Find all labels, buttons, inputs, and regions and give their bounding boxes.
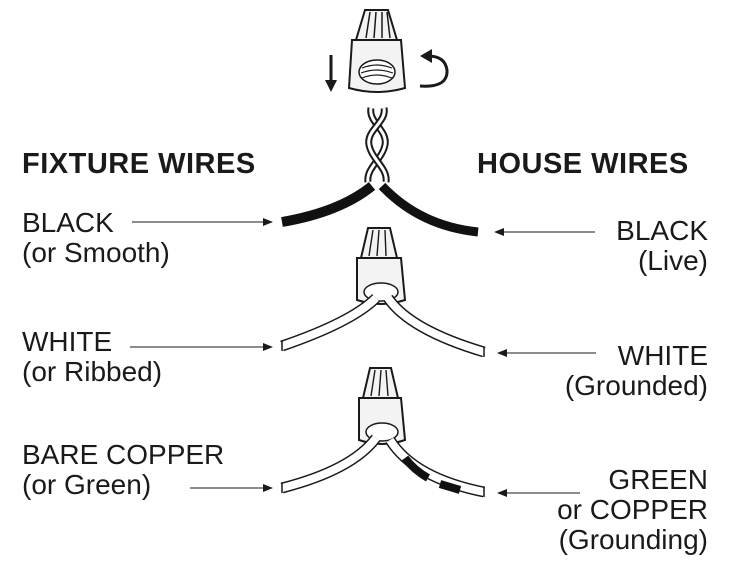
top-wire-nut-icon [347, 9, 407, 93]
house-green-line2: or COPPER [557, 494, 708, 525]
house-green-subtitle: (Grounding) [558, 524, 708, 555]
fixture-copper-subtitle: (or Green) [22, 469, 152, 500]
house-green-title: GREEN [608, 464, 708, 495]
fixture-black-title: BLACK [22, 207, 114, 238]
house-green-label: GREEN or COPPER (Grounding) [557, 465, 708, 555]
house-black-title: BLACK [616, 215, 708, 246]
fixture-white-label: WHITE (or Ribbed) [22, 327, 162, 387]
fixture-wires-header: FIXTURE WIRES [22, 148, 256, 180]
twisted-wires-top [364, 107, 390, 183]
house-wires-header: HOUSE WIRES [477, 148, 689, 180]
fixture-black-label: BLACK (or Smooth) [22, 208, 170, 268]
fixture-white-subtitle: (or Ribbed) [22, 356, 163, 387]
house-black-label: BLACK (Live) [616, 216, 708, 276]
fixture-white-title: WHITE [22, 326, 113, 357]
ground-wires [280, 434, 486, 498]
house-white-label: WHITE (Grounded) [565, 341, 708, 401]
white-wires [280, 293, 486, 358]
house-white-title: WHITE [617, 340, 708, 371]
black-wire-house [378, 182, 479, 237]
twist-arrow-icon [419, 49, 449, 88]
fixture-copper-title: BARE COPPER [22, 439, 225, 470]
down-arrow-icon [325, 55, 337, 92]
middle-wire-nut-icon [356, 227, 407, 305]
house-black-subtitle: (Live) [637, 245, 708, 276]
fixture-copper-label: BARE COPPER (or Green) [22, 440, 224, 500]
black-wire-fixture [281, 182, 376, 227]
bottom-wire-nut-icon [358, 367, 407, 445]
house-white-subtitle: (Grounded) [564, 370, 708, 401]
fixture-black-subtitle: (or Smooth) [22, 237, 170, 268]
